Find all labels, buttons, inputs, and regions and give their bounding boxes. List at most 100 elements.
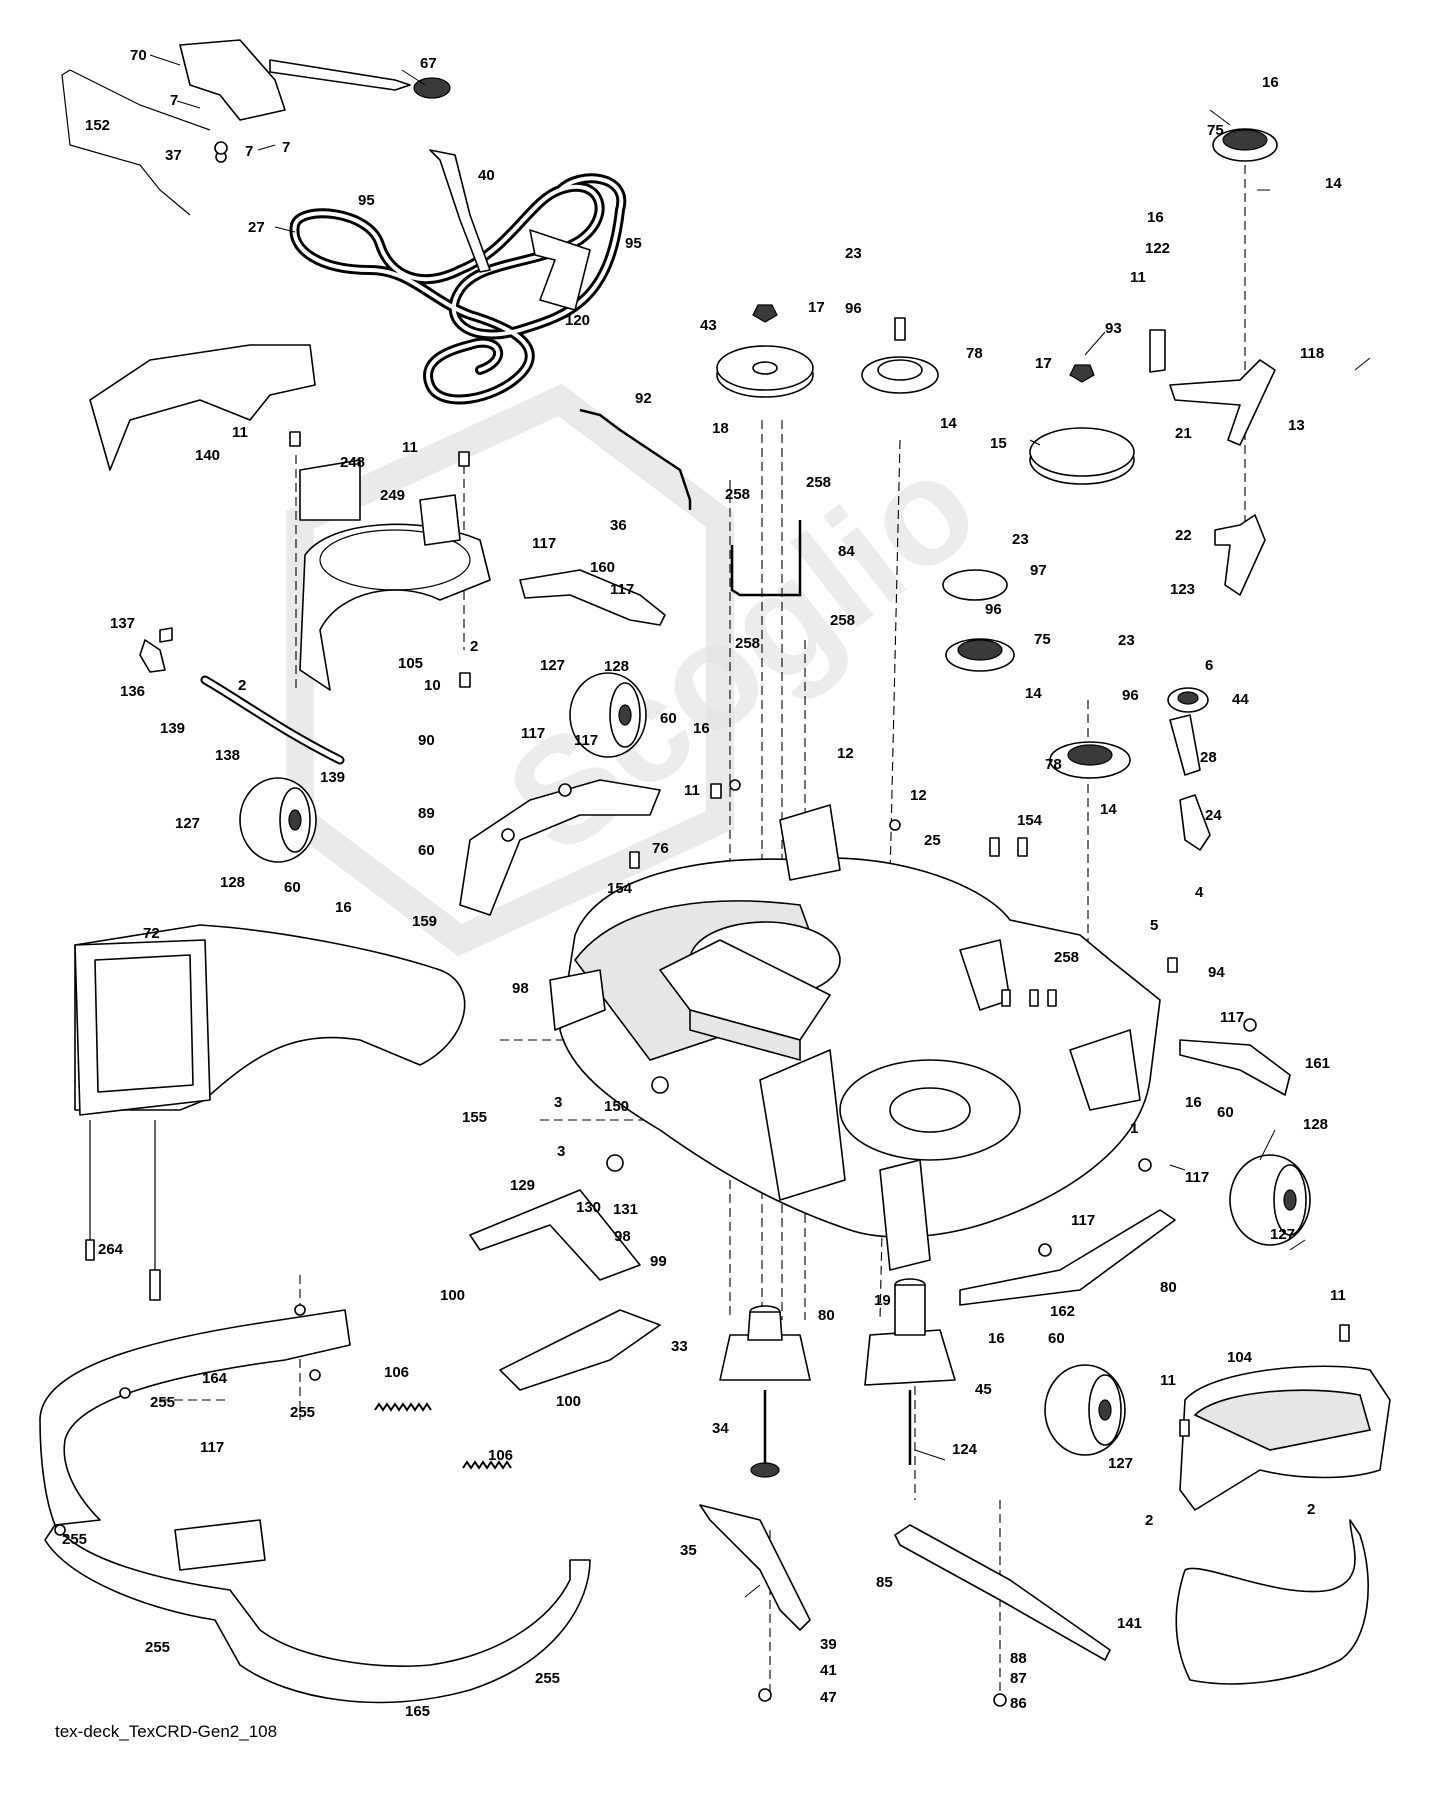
callout-258: 258 — [725, 486, 750, 503]
springs-106 — [374, 1402, 512, 1470]
callout-7: 7 — [282, 139, 290, 156]
idler-arm-118 — [1149, 329, 1276, 446]
callout-67: 67 — [420, 55, 437, 72]
callout-84: 84 — [838, 543, 855, 560]
idler-arm-22 — [1214, 514, 1266, 596]
callout-16: 16 — [693, 720, 710, 737]
callout-7: 7 — [170, 92, 178, 109]
rod-92 — [579, 408, 692, 510]
callout-87: 87 — [1010, 1670, 1027, 1687]
callout-4: 4 — [1195, 884, 1204, 901]
callout-16: 16 — [988, 1330, 1005, 1347]
callout-129: 129 — [510, 1177, 535, 1194]
callout-60: 60 — [1217, 1104, 1234, 1121]
callout-33: 33 — [671, 1338, 688, 1355]
leader-lines — [149, 54, 1371, 1598]
callout-23: 23 — [845, 245, 862, 262]
deflector-cables — [85, 1120, 161, 1301]
callout-14: 14 — [1025, 685, 1042, 702]
discharge-chute — [74, 924, 466, 1116]
callout-117: 117 — [1185, 1169, 1209, 1186]
callout-14: 14 — [940, 415, 957, 432]
callout-258: 258 — [735, 635, 760, 652]
callout-16: 16 — [335, 899, 352, 916]
callout-99: 99 — [650, 1253, 667, 1270]
callout-164: 164 — [202, 1370, 228, 1387]
callout-23: 23 — [1012, 531, 1029, 548]
callout-45: 45 — [975, 1381, 992, 1398]
callout-96: 96 — [1122, 687, 1139, 704]
idler-pulley-78-lower — [1049, 741, 1131, 779]
callout-11: 11 — [402, 439, 418, 456]
callout-11: 11 — [1160, 1372, 1176, 1389]
front-bumper-164 — [39, 1309, 351, 1526]
pulley-43 — [716, 304, 814, 398]
callout-94: 94 — [1208, 964, 1225, 981]
callout-117: 117 — [521, 725, 545, 742]
belt-shield-140 — [89, 344, 316, 471]
pulley-97-75 — [942, 569, 1015, 672]
gauge-wheel-right — [1229, 1154, 1311, 1246]
callout-12: 12 — [910, 787, 927, 804]
rear-bumper-165 — [44, 1519, 591, 1704]
callout-1: 1 — [1130, 1120, 1138, 1137]
lift-arm-99 — [469, 1189, 661, 1391]
callout-138: 138 — [215, 747, 240, 764]
wash-hose — [139, 627, 345, 765]
pulley-44 — [1167, 687, 1209, 713]
callout-96: 96 — [845, 300, 862, 317]
callout-28: 28 — [1200, 749, 1217, 766]
callout-137: 137 — [110, 615, 135, 632]
callout-23: 23 — [1118, 632, 1135, 649]
callout-76: 76 — [652, 840, 669, 857]
callout-11: 11 — [1130, 269, 1146, 286]
callout-128: 128 — [1303, 1116, 1328, 1133]
callout-47: 47 — [820, 1689, 837, 1706]
callout-161: 161 — [1305, 1055, 1330, 1072]
callout-44: 44 — [1232, 691, 1249, 708]
spindle-33 — [719, 1305, 811, 1478]
callout-117: 117 — [1071, 1212, 1095, 1229]
callout-6: 6 — [1205, 657, 1213, 674]
callout-152: 152 — [85, 117, 110, 134]
callout-16: 16 — [1147, 209, 1164, 226]
callout-131: 131 — [613, 1201, 638, 1218]
callout-117: 117 — [1220, 1009, 1244, 1026]
callout-41: 41 — [820, 1662, 837, 1679]
callout-17: 17 — [1035, 355, 1052, 372]
callout-258: 258 — [1054, 949, 1079, 966]
callout-124: 124 — [952, 1441, 978, 1458]
callout-80: 80 — [818, 1307, 835, 1324]
callout-255: 255 — [150, 1394, 175, 1411]
callout-3: 3 — [557, 1143, 565, 1160]
callout-95: 95 — [358, 192, 375, 209]
gauge-wheel-upper-left — [569, 672, 647, 758]
callout-22: 22 — [1175, 527, 1192, 544]
callout-19: 19 — [874, 1292, 891, 1309]
callout-98: 98 — [512, 980, 529, 997]
mower-deck — [549, 804, 1161, 1271]
callout-136: 136 — [120, 683, 145, 700]
callout-17: 17 — [1035, 355, 1052, 372]
callout-2: 2 — [1145, 1512, 1153, 1529]
callout-16: 16 — [1185, 1094, 1202, 1111]
callout-255: 255 — [62, 1531, 87, 1548]
callout-127: 127 — [1270, 1226, 1295, 1243]
callout-80: 80 — [1160, 1279, 1177, 1296]
belt-shield-105 — [299, 459, 491, 691]
callout-39: 39 — [820, 1636, 837, 1653]
callout-248: 248 — [340, 454, 365, 471]
callout-2: 2 — [470, 638, 478, 655]
callout-100: 100 — [556, 1393, 581, 1410]
drive-belt — [289, 173, 627, 405]
callout-12: 12 — [837, 745, 854, 762]
callout-85: 85 — [876, 1574, 893, 1591]
callout-27: 27 — [248, 219, 265, 236]
callout-5: 5 — [1150, 917, 1158, 934]
callout-89: 89 — [418, 805, 435, 822]
hanger-bracket-160 — [519, 569, 666, 626]
callout-165: 165 — [405, 1703, 430, 1720]
callout-70: 70 — [130, 47, 147, 64]
callout-93: 93 — [1105, 320, 1122, 337]
